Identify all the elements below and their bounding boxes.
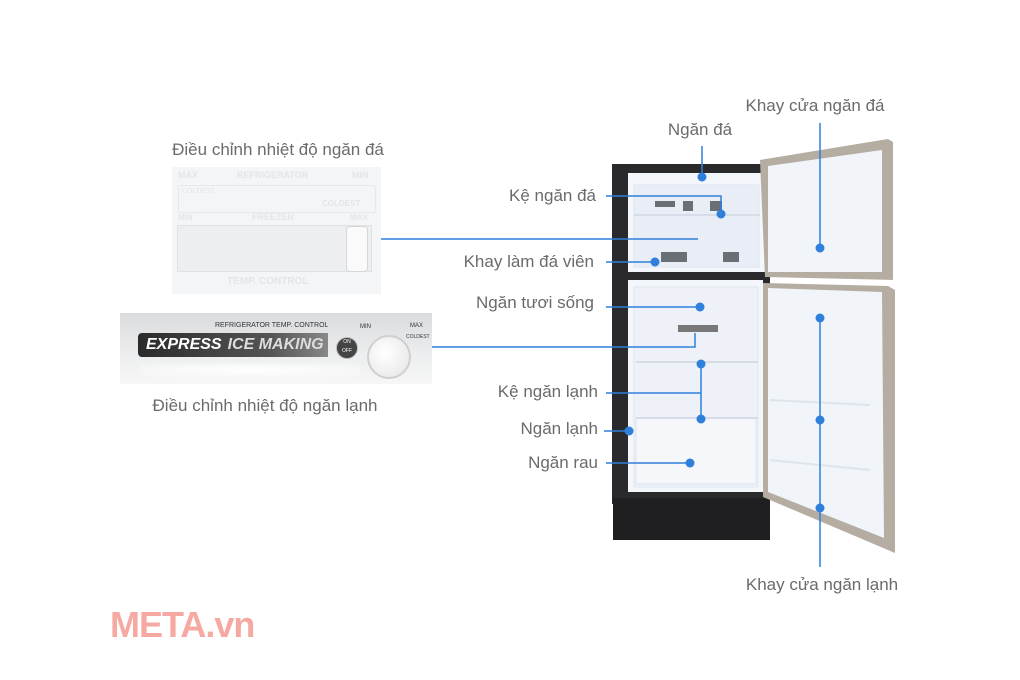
label-fridge: Ngăn lạnh	[520, 419, 598, 438]
panel-text: REFRIGERATOR	[237, 170, 309, 180]
callout-dot	[716, 209, 726, 219]
freezer-control-panel: MAX REFRIGERATOR MIN COLDEST COLDEST MIN…	[172, 167, 381, 294]
fridge-control-panel: REFRIGERATOR TEMP. CONTROL EXPRESS ICE M…	[120, 313, 432, 384]
express-text: EXPRESS	[146, 336, 222, 353]
panel-text: MIN	[360, 324, 371, 330]
label-freezer-door-tray: Khay cửa ngăn đá	[745, 96, 885, 115]
label-freezer-shelf: Kệ ngăn đá	[509, 186, 596, 205]
callout-dot	[696, 414, 706, 424]
callout-dot	[697, 172, 707, 182]
fridge-light	[678, 325, 718, 332]
temperature-dial	[367, 335, 411, 379]
panel-text: MAX	[350, 213, 368, 222]
label-ice-tray: Khay làm đá viên	[463, 252, 594, 271]
label-fresh-compartment: Ngăn tươi sống	[476, 293, 594, 312]
callout-dot	[650, 257, 660, 267]
panel-text: MIN	[178, 213, 193, 222]
label-fridge-door-tray: Khay cửa ngăn lạnh	[745, 575, 899, 594]
callout-dot	[695, 302, 705, 312]
fridge-base	[613, 498, 770, 540]
callout-dot	[815, 503, 825, 513]
panel-text: COLDEST	[322, 199, 361, 208]
freezer-slider-knob	[346, 226, 368, 272]
callout-dot	[815, 313, 825, 323]
callout-dot	[685, 458, 695, 468]
panel-text: MAX	[178, 170, 198, 180]
label-freezer: Ngăn đá	[667, 120, 733, 139]
on-text: ON	[343, 339, 351, 345]
panel-text: COLDEST	[182, 188, 216, 195]
callout-dot	[815, 415, 825, 425]
label-vegetable-drawer: Ngăn rau	[528, 453, 598, 472]
meta-watermark-logo: META.vn	[110, 604, 255, 645]
vents	[655, 201, 739, 262]
on-off-button: ON OFF	[336, 337, 358, 359]
callout-dot	[815, 243, 825, 253]
panel-text: MAX	[410, 323, 424, 329]
callout-dot	[696, 359, 706, 369]
panel-text: COLDEST	[406, 334, 430, 340]
panel-text: MIN	[352, 170, 369, 180]
label-freezer-control: Điều chỉnh nhiệt độ ngăn đá	[172, 140, 384, 159]
panel-text: TEMP. CONTROL	[227, 276, 309, 287]
off-text: OFF	[342, 348, 352, 354]
express-ice-making-badge: EXPRESS ICE MAKING	[138, 333, 328, 357]
callout-dot	[624, 426, 634, 436]
ice-making-text: ICE MAKING	[227, 336, 324, 353]
panel-title: REFRIGERATOR TEMP. CONTROL	[215, 322, 329, 329]
panel-text: FREEZER	[252, 212, 295, 222]
label-fridge-shelf: Kệ ngăn lạnh	[497, 382, 598, 401]
label-fridge-control: Điều chỉnh nhiệt độ ngăn lạnh	[152, 396, 378, 415]
vegetable-drawer	[635, 417, 757, 485]
